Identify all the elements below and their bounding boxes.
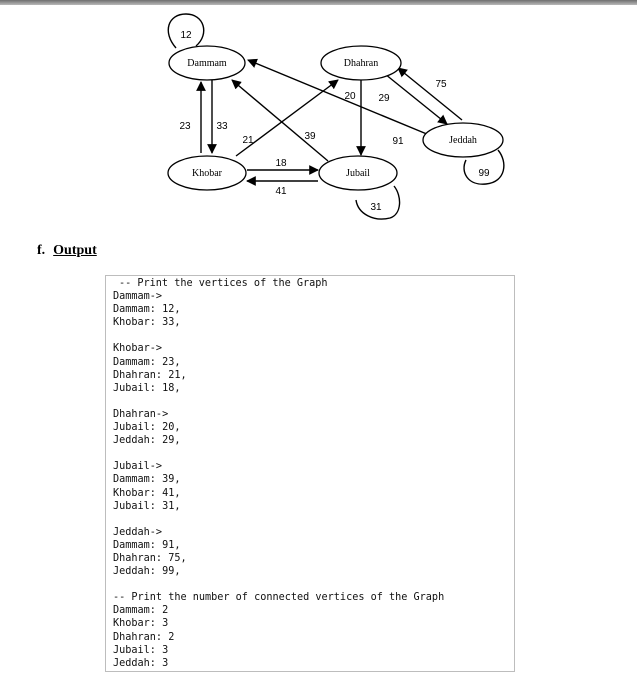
console-line: Jubail: 31, (113, 500, 181, 512)
console-line: Jeddah: 29, (113, 435, 181, 447)
node-label: Khobar (192, 168, 223, 179)
edge-weight: 41 (275, 186, 287, 197)
node-jeddah (422, 122, 504, 158)
node-khobar (167, 155, 247, 191)
node-label: Dammam (187, 58, 227, 69)
console-line: Jeddah: 3 (113, 657, 169, 669)
console-line: Khobar: 33, (113, 317, 181, 329)
edge-weight: 20 (344, 91, 356, 102)
edge-jeddah-dammam (247, 58, 435, 138)
node-dammam (168, 45, 246, 81)
edge-dhahran-jeddah (384, 73, 448, 125)
console-line: Jeddah-> (113, 526, 163, 538)
node-label: Dhahran (344, 58, 378, 69)
edge-weight: 91 (392, 136, 404, 147)
console-line: Dhahran-> (113, 408, 169, 420)
edge-weight: 75 (435, 79, 447, 90)
console-line: Dammam: 39, (113, 474, 181, 486)
console-line (113, 329, 511, 342)
section-heading: f. Output (37, 243, 97, 259)
console-line: Dhahran: 75, (113, 552, 187, 564)
edge-jubail-jubail (355, 185, 401, 220)
console-line: Dhahran: 2 (113, 631, 175, 643)
edge-weight: 21 (242, 135, 254, 146)
console-line (113, 513, 511, 526)
node-label: Jubail (346, 168, 370, 179)
console-line: Jubail: 3 (113, 644, 169, 656)
edge-weight: 99 (478, 168, 490, 179)
console-line: Dhahran: 21, (113, 369, 187, 381)
console-line: Dammam: 23, (113, 356, 181, 368)
edge-khobar-dhahran (235, 79, 339, 157)
console-line: Jeddah: 99, (113, 566, 181, 578)
console-line: Jubail-> (113, 461, 163, 473)
section-title: Output (53, 243, 97, 258)
node-label: Jeddah (449, 135, 477, 146)
top-divider (0, 0, 637, 5)
console-line: -- Print the number of connected vertice… (113, 592, 445, 604)
section-number: f. (37, 243, 46, 258)
edge-weight: 23 (179, 121, 191, 132)
console-line: Jubail: 20, (113, 422, 181, 434)
weighted-graph-diagram: 12 31 99 33 23 21 18 41 39 20 29 91 75 D… (167, 13, 505, 220)
edge-weight: 29 (378, 93, 390, 104)
console-line (113, 395, 511, 408)
edge-weight: 31 (370, 202, 382, 213)
edge-weight: 12 (180, 30, 192, 41)
node-dhahran (320, 45, 402, 81)
console-line: Jubail: 18, (113, 382, 181, 394)
console-line: Dammam: 2 (113, 605, 169, 617)
edge-jubail-dammam (231, 79, 329, 162)
console-line: Khobar: 3 (113, 618, 169, 630)
node-jubail (318, 155, 398, 191)
edge-weight: 33 (216, 121, 228, 132)
console-line: Dammam: 91, (113, 539, 181, 551)
console-line: Khobar: 41, (113, 487, 181, 499)
console-line: Dammam-> (113, 291, 163, 303)
edge-weight: 39 (304, 131, 316, 142)
edge-weight: 18 (275, 158, 287, 169)
console-line (113, 447, 511, 460)
console-line: -- Print the vertices of the Graph (119, 278, 328, 289)
edge-dammam-dammam (167, 13, 205, 49)
edge-jeddah-dhahran (397, 67, 463, 121)
console-line: Dammam: 12, (113, 304, 181, 316)
console-line (113, 578, 511, 591)
console-line: Khobar-> (113, 343, 163, 355)
edge-jeddah-jeddah (463, 149, 505, 185)
